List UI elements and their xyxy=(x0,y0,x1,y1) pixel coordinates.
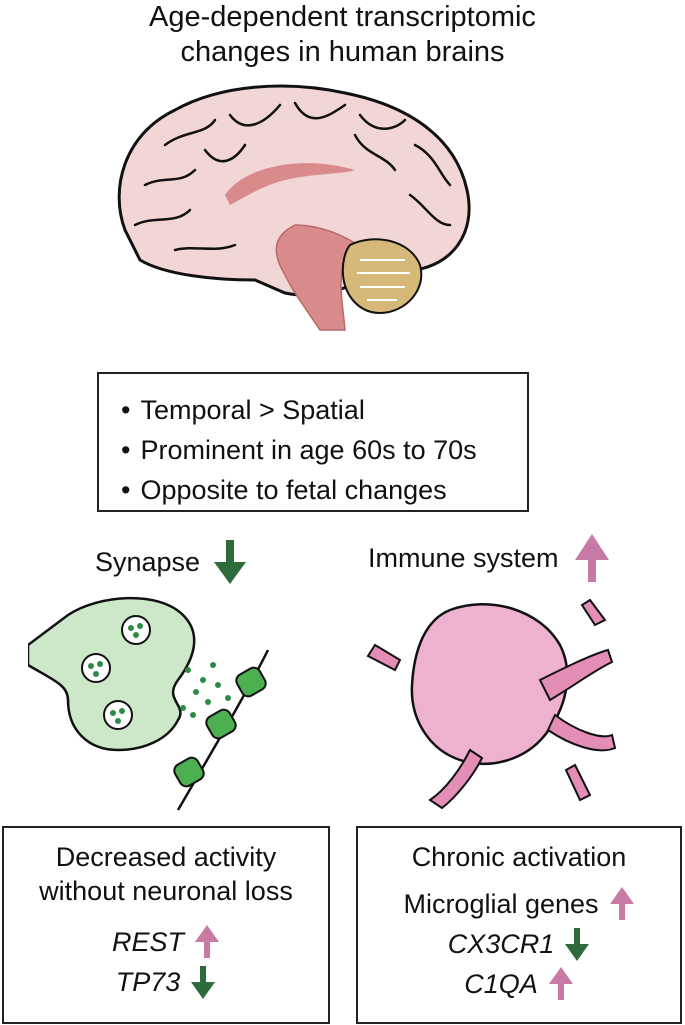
brainstem xyxy=(275,224,367,331)
right-panel-title: Chronic activation xyxy=(411,842,627,872)
gene-row: CX3CR1 xyxy=(358,924,680,964)
vesicle-content xyxy=(88,623,143,724)
summary-item: Opposite to fetal changes xyxy=(121,470,527,510)
summary-item: Prominent in age 60s to 70s xyxy=(121,430,527,470)
gene-row: TP73 xyxy=(4,962,328,1002)
up-arrow-icon xyxy=(195,925,219,958)
down-arrow-icon xyxy=(565,928,590,961)
cerebellum-folds xyxy=(357,259,410,301)
synapse-result-panel: Decreased activity without neuronal loss… xyxy=(2,826,330,1024)
summary-item: Temporal > Spatial xyxy=(121,390,527,430)
gene-name: Microglial genes xyxy=(403,889,599,919)
title-line-1: Age-dependent transcriptomic xyxy=(149,1,536,33)
figure-title: Age-dependent transcriptomic changes in … xyxy=(0,0,685,70)
cerebellum xyxy=(341,238,423,315)
gene-row: Microglial genes xyxy=(358,884,680,924)
presynaptic-terminal xyxy=(28,596,196,752)
microglia-processes xyxy=(366,598,617,810)
vesicles xyxy=(81,615,151,730)
up-arrow-icon xyxy=(574,534,609,582)
neurotransmitters xyxy=(180,662,231,718)
immune-label: Immune system xyxy=(368,542,559,573)
down-arrow-icon xyxy=(191,966,216,999)
gene-row: C1QA xyxy=(358,964,680,1004)
immune-result-panel: Chronic activation Microglial genes CX3C… xyxy=(356,826,682,1024)
gene-name: CX3CR1 xyxy=(447,929,555,959)
brain-illustration xyxy=(117,84,471,331)
left-panel-title-2: without neuronal loss xyxy=(39,876,293,906)
immune-label-group: Immune system xyxy=(368,532,611,584)
up-arrow-icon xyxy=(548,967,573,1000)
microglia-illustration xyxy=(366,598,617,810)
title-line-2: changes in human brains xyxy=(180,36,505,68)
gene-row: REST xyxy=(4,922,328,962)
synapse-label: Synapse xyxy=(95,546,201,577)
corpus-callosum xyxy=(225,163,355,205)
gene-name: TP73 xyxy=(115,967,181,997)
receptors xyxy=(173,666,267,788)
synapse-label-group: Synapse xyxy=(95,538,247,586)
gene-name: REST xyxy=(111,927,184,957)
gene-name: C1QA xyxy=(464,969,538,999)
left-panel-title-1: Decreased activity xyxy=(55,842,277,872)
microglia-body xyxy=(410,602,569,766)
up-arrow-icon xyxy=(609,887,634,920)
gyri-lines xyxy=(133,101,452,252)
synapse-illustration xyxy=(28,596,270,811)
down-arrow-icon xyxy=(214,540,247,584)
summary-box: Temporal > Spatial Prominent in age 60s … xyxy=(97,372,529,512)
